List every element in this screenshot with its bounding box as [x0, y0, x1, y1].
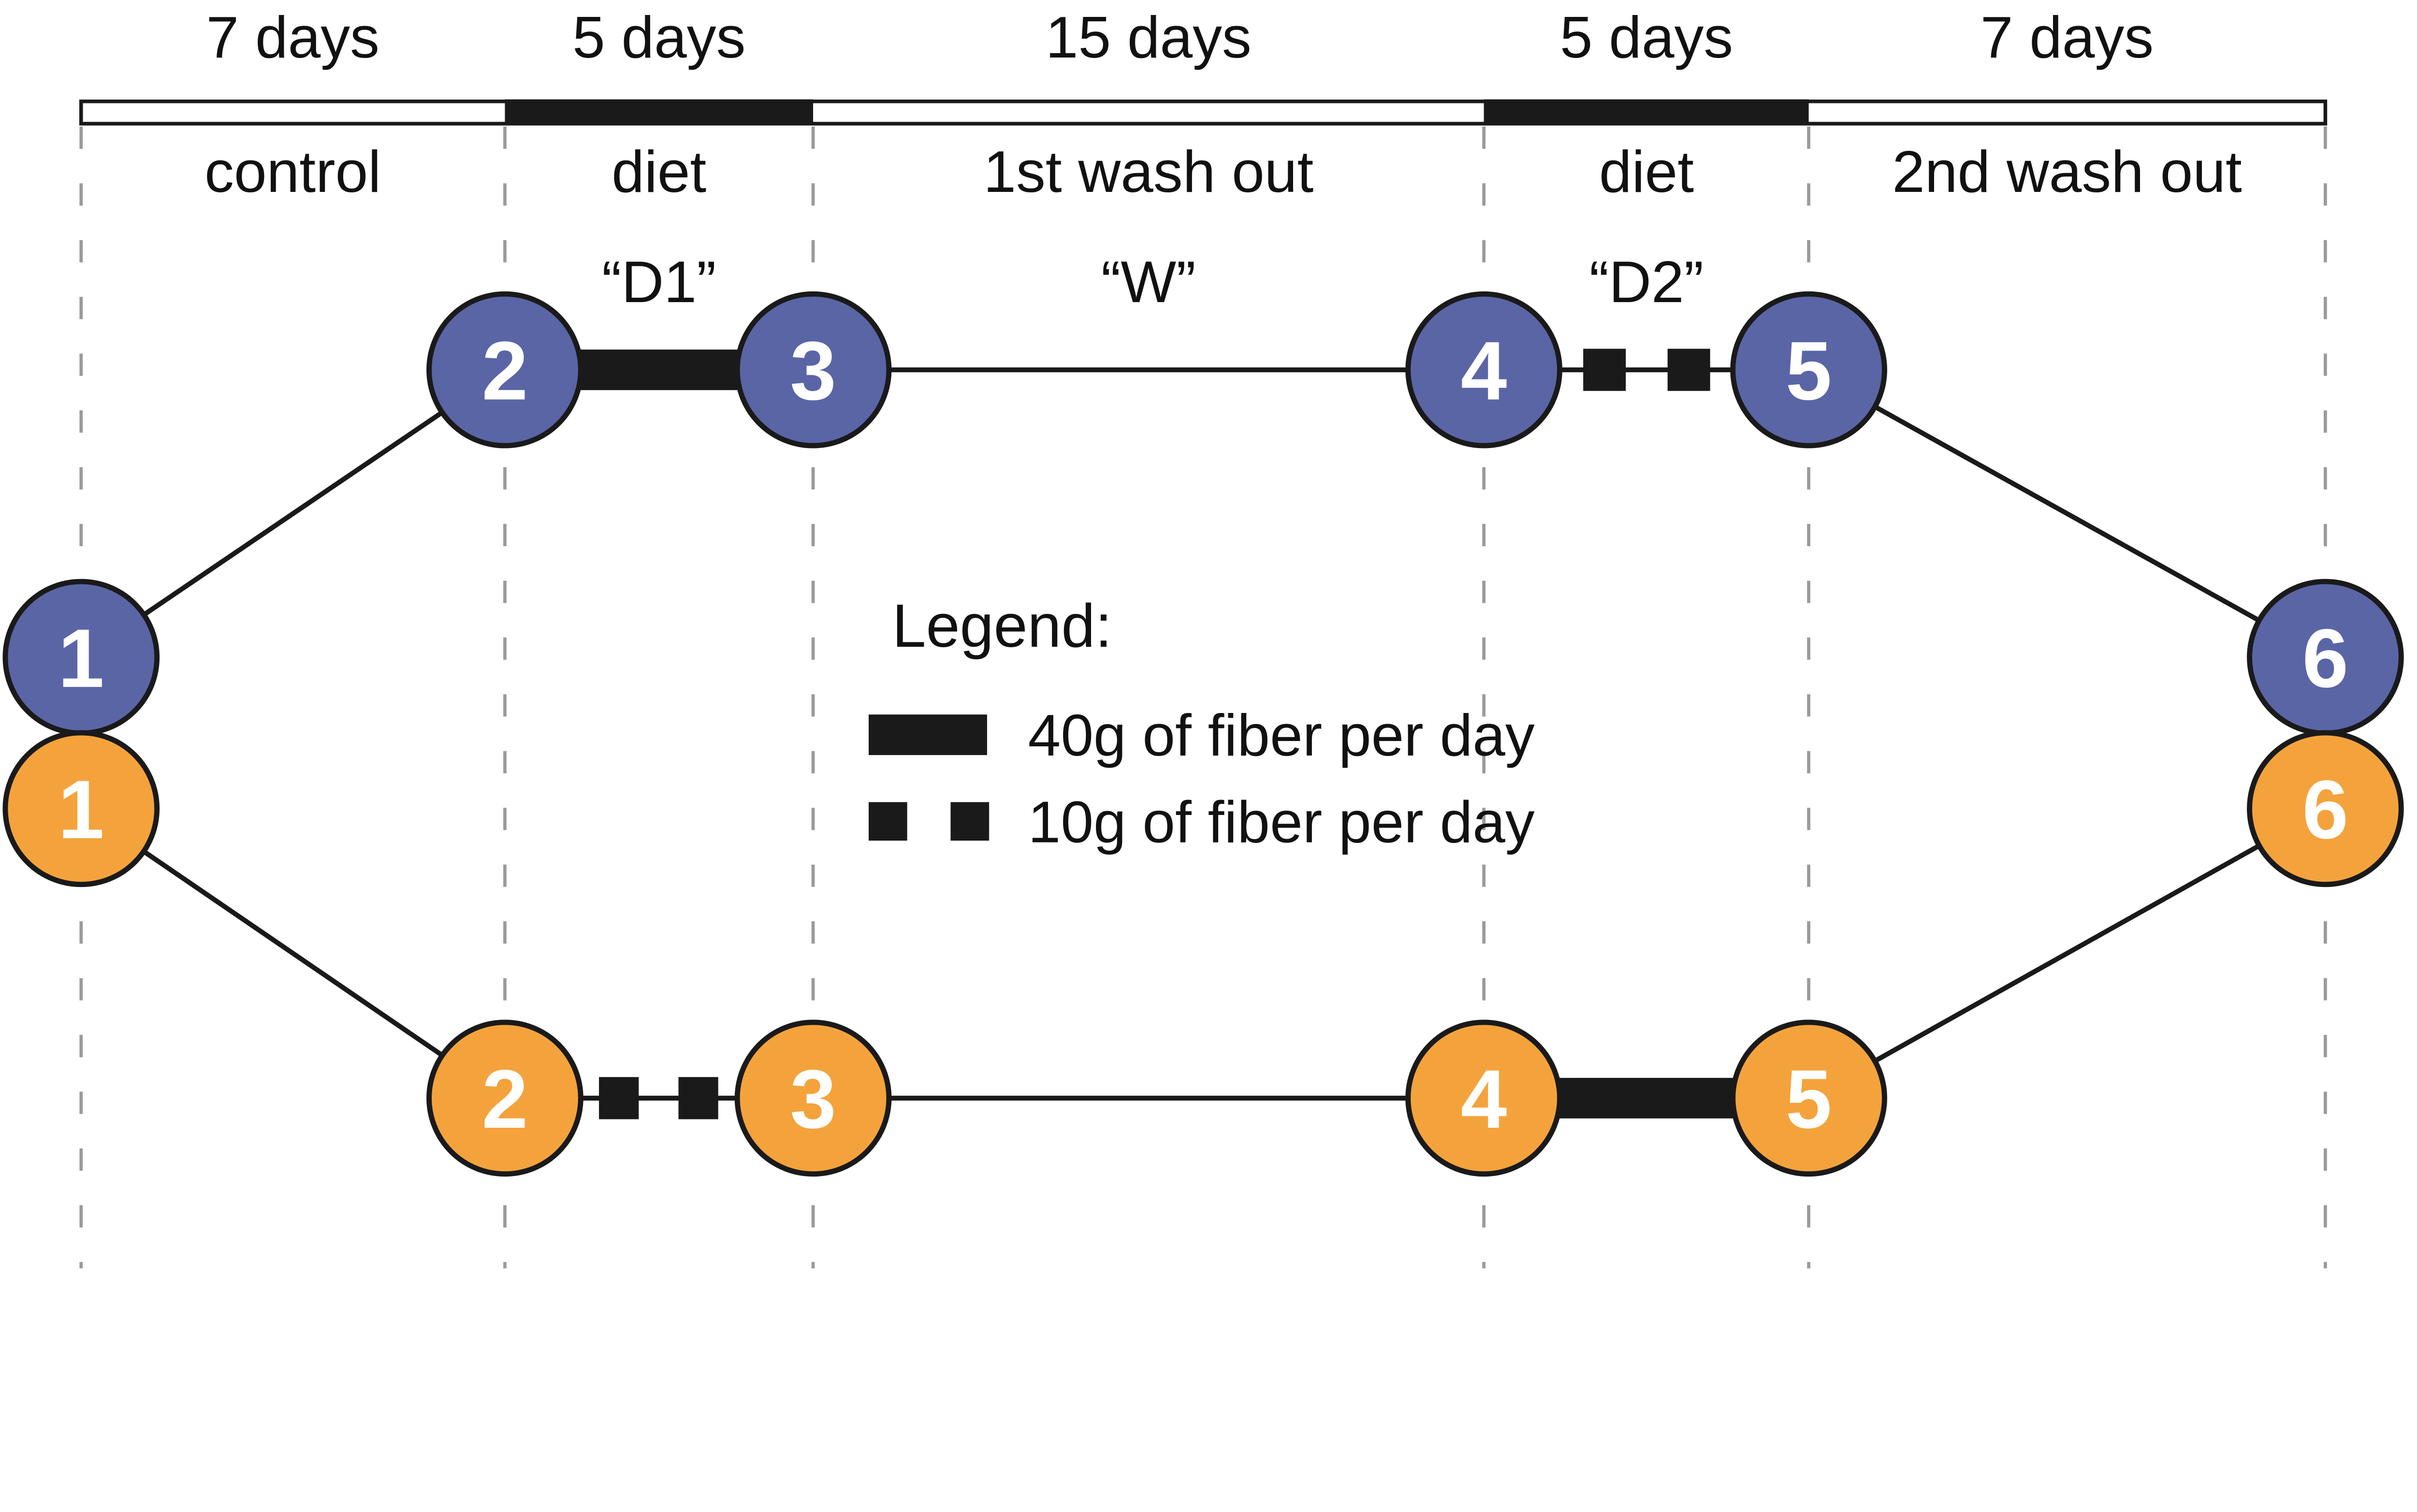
visit-number: 2: [482, 324, 528, 417]
crossover-study-diagram: 7 days 5 days 15 days 5 days 7 days cont…: [2, 4, 2404, 1269]
visit-node-seq1-v2: 2: [426, 291, 583, 449]
duration-label-5: 7 days: [1980, 4, 2154, 70]
visit-node-seq1-v5: 5: [1730, 291, 1887, 449]
phase-code-d1: “D1”: [602, 249, 716, 315]
fiber10-dash1-seq2: [599, 1077, 639, 1119]
phase-code-d2: “D2”: [1589, 249, 1704, 315]
legend-title: Legend:: [892, 592, 1112, 660]
phase-label-4: diet: [1599, 139, 1694, 204]
duration-label-4: 5 days: [1560, 4, 1733, 70]
duration-label-2: 5 days: [572, 4, 745, 70]
fiber40-bar-seq2-v4-v5: [1559, 1077, 1733, 1119]
visit-circle: [1730, 291, 1887, 449]
visit-number: 2: [482, 1053, 528, 1146]
timeline-diet-segment-1: [505, 99, 814, 126]
dashed-bar-swatch-icon-2: [950, 802, 990, 841]
visit-number: 3: [790, 324, 836, 417]
fiber10-dash2-seq2: [678, 1077, 718, 1119]
phase-code-w: “W”: [1101, 249, 1196, 315]
visit-node-seq2-v4: 4: [1405, 1019, 1562, 1177]
phase-label-1: control: [204, 139, 381, 204]
fiber10-dash1-seq1: [1583, 349, 1626, 391]
visit-node-seq1-v3: 3: [734, 291, 892, 449]
phase-label-2: diet: [612, 139, 706, 204]
duration-label-1: 7 days: [206, 4, 379, 70]
study-design-figure: 7 days 5 days 15 days 5 days 7 days cont…: [2, 4, 2404, 1269]
visit-circle: [426, 291, 583, 449]
legend-label-40g: 40g of fiber per day: [1028, 702, 1535, 768]
visit-circle: [2247, 730, 2404, 887]
visit-number: 6: [2302, 763, 2349, 856]
connector-seq2-v1-v2: [79, 806, 507, 1100]
visit-circle: [1405, 1019, 1562, 1177]
legend-item-40g: 40g of fiber per day: [868, 702, 1535, 768]
visit-circle: [734, 291, 892, 449]
visit-number: 4: [1461, 324, 1507, 417]
visit-circle: [734, 1019, 892, 1177]
visit-node-seq2-v3: 3: [734, 1019, 892, 1177]
visit-circle: [426, 1019, 583, 1177]
timeline-diet-segment-2: [1484, 99, 1809, 126]
visit-circle: [1730, 1019, 1887, 1177]
visit-node-seq1-v4: 4: [1405, 291, 1562, 449]
phase-label-3: 1st wash out: [983, 139, 1313, 204]
visit-node-seq2-v5: 5: [1730, 1019, 1887, 1177]
timeline-bar: [79, 99, 2328, 126]
phase-label-5: 2nd wash out: [1892, 139, 2242, 204]
visit-number: 1: [58, 763, 104, 856]
visit-number: 5: [1786, 1053, 1832, 1146]
visit-node-seq1-v1: 1: [2, 579, 160, 736]
connector-seq1-v5-v6: [1807, 367, 2327, 660]
visit-circle: [1405, 291, 1562, 449]
legend-item-10g: 10g of fiber per day: [868, 789, 1535, 855]
visit-number: 6: [2302, 612, 2349, 705]
visit-number: 4: [1461, 1053, 1507, 1146]
legend: Legend: 40g of fiber per day 10g of fibe…: [868, 592, 1535, 855]
connector-seq1-v1-v2: [79, 367, 507, 660]
connector-seq2-v5-v6: [1807, 806, 2327, 1101]
visit-circle: [2, 730, 160, 887]
duration-label-3: 15 days: [1046, 4, 1252, 70]
visit-node-seq2-v6: 6: [2247, 730, 2404, 887]
legend-label-10g: 10g of fiber per day: [1028, 789, 1535, 855]
visit-node-seq1-v6: 6: [2247, 579, 2404, 736]
visit-number: 3: [790, 1053, 836, 1146]
visit-number: 5: [1786, 324, 1832, 417]
solid-bar-swatch-icon: [868, 714, 987, 756]
visit-node-seq2-v2: 2: [426, 1019, 583, 1177]
fiber10-dash2-seq1: [1667, 349, 1710, 391]
visit-number: 1: [58, 612, 104, 705]
fiber40-bar-seq1-v2-v3: [581, 349, 738, 391]
visit-node-seq2-v1: 1: [2, 730, 160, 887]
dashed-bar-swatch-icon-1: [868, 802, 907, 841]
